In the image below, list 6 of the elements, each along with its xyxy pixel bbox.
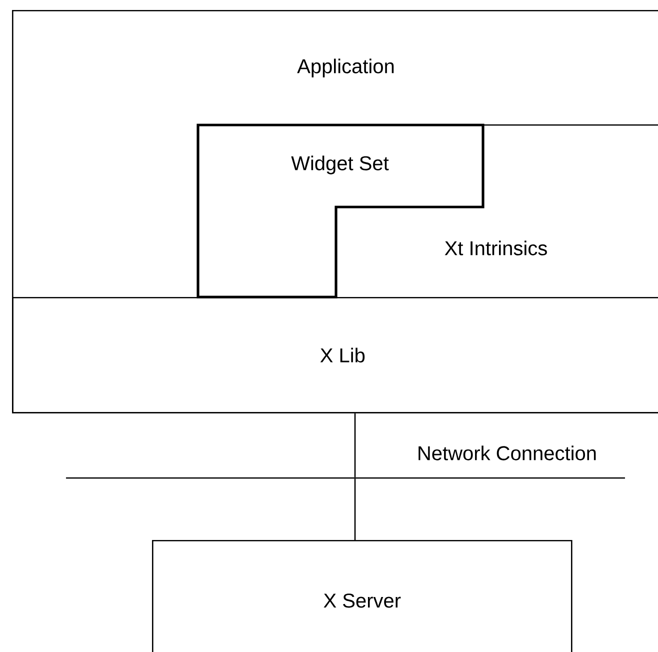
xt-intrinsics-region: Xt Intrinsics bbox=[444, 124, 658, 256]
network-line: Network Connection bbox=[66, 446, 625, 479]
connector-line bbox=[354, 478, 356, 540]
xlib-band: X Lib bbox=[12, 297, 658, 414]
connector-line bbox=[354, 413, 356, 478]
server-box: X Server bbox=[152, 540, 572, 652]
